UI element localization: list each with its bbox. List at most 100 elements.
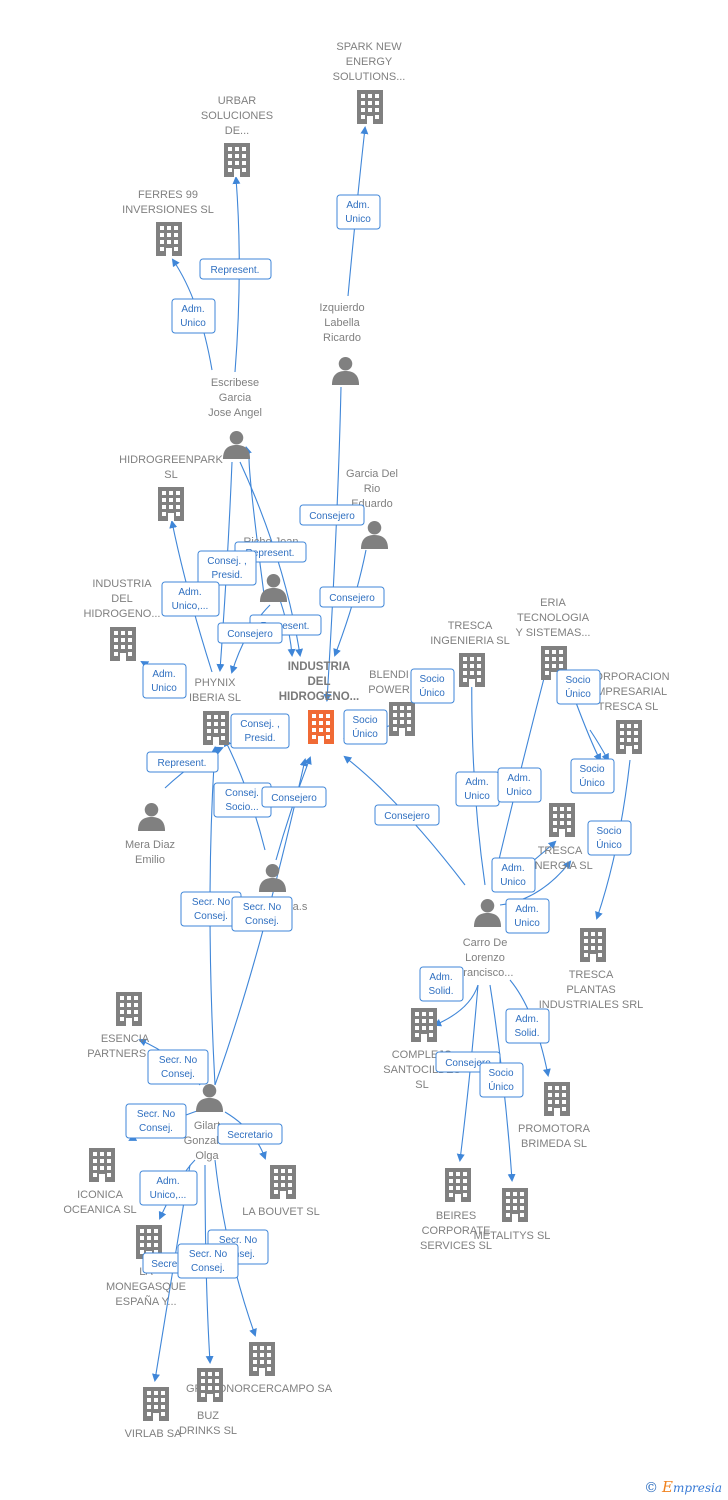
relation-badge[interactable]: Consej. ,Presid.	[197, 550, 257, 586]
svg-text:Consej. ,Presid.: Consej. ,Presid.	[207, 556, 246, 581]
building-icon	[445, 1168, 471, 1202]
edge	[323, 386, 342, 702]
svg-text:Adm.Unico,...: Adm.Unico,...	[172, 587, 209, 612]
svg-text:Consejero: Consejero	[384, 811, 430, 822]
svg-text:Consejero: Consejero	[445, 1058, 491, 1069]
building-icon	[156, 222, 182, 256]
person-icon	[222, 430, 251, 459]
relation-badge[interactable]: Adm.Unico,...	[139, 1170, 198, 1206]
relation-badge[interactable]: Adm.Solid.	[419, 966, 464, 1002]
svg-text:Adm.Unico: Adm.Unico	[514, 904, 540, 929]
company-node[interactable]: VIRLAB SA	[125, 1387, 183, 1440]
building-icon	[544, 1082, 570, 1116]
person-icon	[137, 802, 166, 831]
relation-badge[interactable]: Secretario	[217, 1123, 283, 1145]
center-building-icon	[308, 710, 334, 744]
svg-text:Adm.Unico,...: Adm.Unico,...	[150, 1176, 187, 1201]
relation-badge[interactable]: Consejero	[261, 786, 327, 808]
relation-badge[interactable]: Represent.	[199, 258, 272, 280]
company-node[interactable]: LA BOUVET SL	[242, 1165, 320, 1218]
person-icon	[331, 356, 360, 385]
building-icon	[158, 487, 184, 521]
person-node[interactable]: a.s	[258, 863, 308, 913]
relation-badge[interactable]: Adm.Unico	[336, 194, 381, 230]
relation-badge[interactable]: Adm.Unico	[497, 767, 542, 803]
relation-badge[interactable]: Consejero	[217, 622, 283, 644]
svg-text:Adm.Solid.: Adm.Solid.	[428, 972, 453, 997]
edge	[589, 729, 609, 762]
relation-badge[interactable]: Consej. ,Presid.	[230, 713, 290, 749]
building-icon	[89, 1148, 115, 1182]
svg-text:Adm.Unico: Adm.Unico	[345, 200, 371, 225]
relation-badge[interactable]: Adm.Solid.	[505, 1008, 550, 1044]
building-icon	[502, 1188, 528, 1222]
node-label: LA BOUVET SL	[242, 1206, 319, 1218]
relation-badge[interactable]: Adm.Unico	[491, 857, 536, 893]
brand-logo-e: E	[661, 1478, 673, 1496]
person-icon	[360, 520, 389, 549]
relation-badge[interactable]: Consejero	[374, 804, 440, 826]
svg-text:Adm.Unico: Adm.Unico	[180, 304, 206, 329]
relation-badge[interactable]: Adm.Unico	[142, 663, 187, 699]
svg-text:Consej. ,Presid.: Consej. ,Presid.	[240, 719, 279, 744]
relation-badge[interactable]: Adm.Unico	[171, 298, 216, 334]
brand-footer: © Empresia	[644, 1478, 722, 1496]
relation-badge[interactable]: Adm.Unico	[455, 771, 500, 807]
relation-badge[interactable]: Consejero	[319, 586, 385, 608]
relation-badge[interactable]: Represent.	[146, 751, 219, 773]
relation-badge[interactable]: Adm.Unico,...	[161, 581, 220, 617]
relation-badge[interactable]: Consejero	[299, 504, 365, 526]
building-icon	[224, 143, 250, 177]
relation-badge[interactable]: Adm.Unico	[505, 898, 550, 934]
company-node[interactable]: METALITYS SL	[474, 1188, 551, 1242]
